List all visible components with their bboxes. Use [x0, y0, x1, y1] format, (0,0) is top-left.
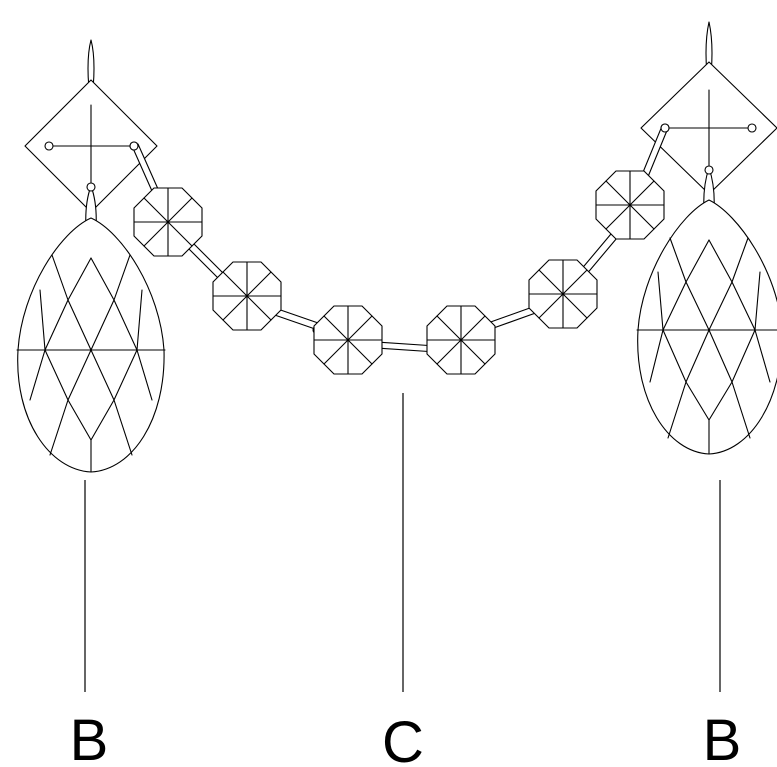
- octagon-prism: [212, 261, 282, 331]
- octagon-prism: [133, 187, 203, 257]
- garland-chain-c: [129, 123, 670, 692]
- octagon-prism: [426, 305, 496, 375]
- octagon-prism: [528, 259, 598, 329]
- right-pendant-b: [636, 21, 777, 692]
- label-right-b: B: [703, 708, 742, 767]
- right-teardrop-prism: [636, 199, 777, 455]
- left-pendant-b: [16, 39, 166, 692]
- octagon-prism: [313, 305, 383, 375]
- left-teardrop-prism: [16, 217, 166, 473]
- label-center-c: C: [382, 710, 424, 767]
- octagon-prism: [595, 170, 665, 240]
- label-left-b: B: [70, 708, 109, 767]
